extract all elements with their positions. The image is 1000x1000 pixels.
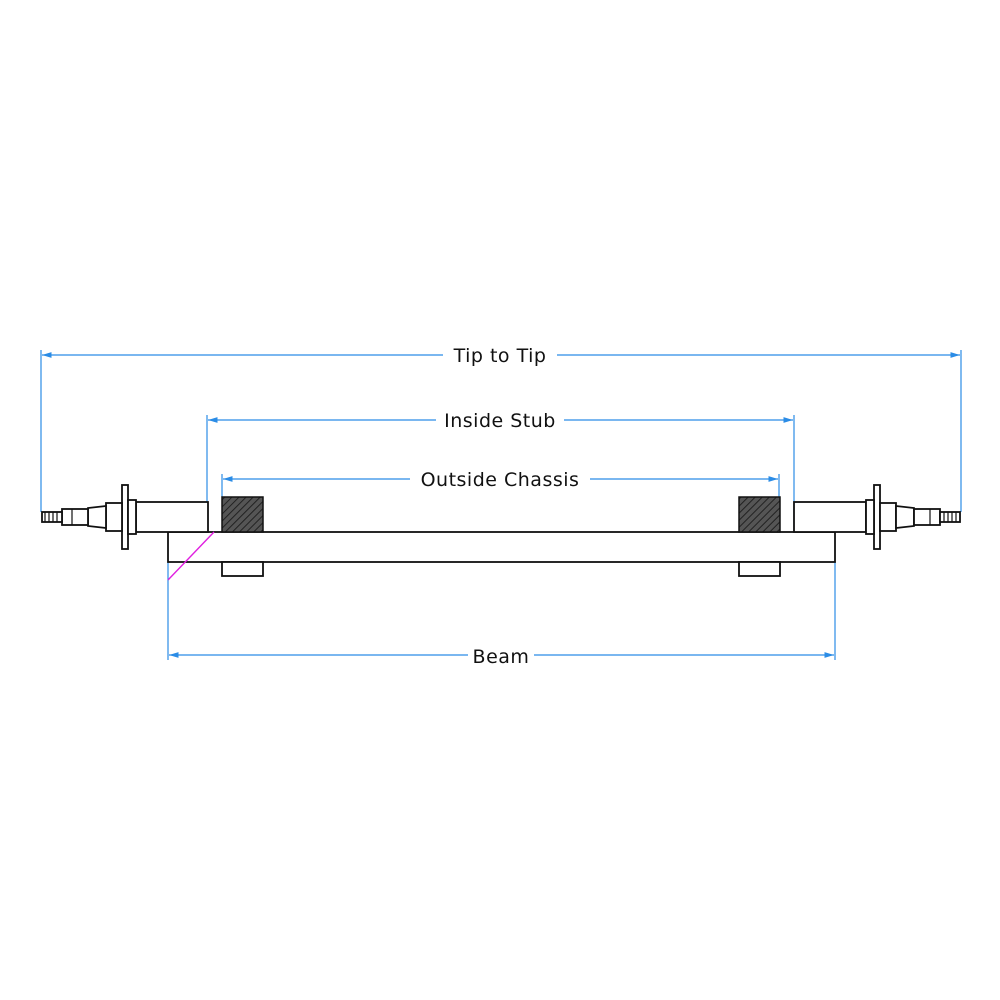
bearing-seat-left	[105, 502, 123, 532]
stub-axle-left	[41, 484, 209, 550]
chassis-block-left	[221, 496, 264, 533]
tip-to-tip-label-bg	[443, 343, 557, 367]
brake-flange-left	[121, 484, 129, 550]
flange-collar-right	[865, 499, 875, 535]
beam-label: Beam	[473, 646, 530, 668]
bolt-plate-left	[221, 561, 264, 577]
tip-to-tip-label: Tip to Tip	[453, 345, 547, 367]
thread-left	[41, 511, 63, 523]
inside-stub-label: Inside Stub	[444, 410, 556, 432]
spindle-taper-right	[895, 504, 915, 530]
stub-axle-right	[793, 484, 961, 550]
weld-mark	[167, 531, 215, 581]
bearing-seat-right	[879, 502, 897, 532]
tip-to-tip-dimension: Tip to Tip	[40, 343, 962, 512]
flange-collar-left	[127, 499, 137, 535]
beam-dimension: Beam	[167, 562, 836, 668]
thread-marks-left	[44, 512, 58, 522]
bolt-plate-right	[738, 561, 781, 577]
spindle-right	[913, 508, 941, 526]
chassis-block-right	[738, 496, 781, 533]
outside-chassis-label-bg	[410, 467, 590, 491]
stub-tube-right	[793, 501, 867, 533]
thread-right	[939, 511, 961, 523]
inside-stub-dimension: Inside Stub	[206, 408, 795, 530]
thread-marks-right	[943, 512, 957, 522]
outside-chassis-label: Outside Chassis	[421, 469, 580, 491]
beam-label-bg	[468, 643, 534, 667]
stub-tube-left	[135, 501, 209, 533]
axle-beam	[167, 531, 836, 563]
inside-stub-label-bg	[436, 408, 564, 432]
spindle-taper-left	[87, 504, 107, 530]
brake-flange-right	[873, 484, 881, 550]
outside-chassis-dimension: Outside Chassis	[221, 467, 780, 497]
spindle-left	[61, 508, 89, 526]
